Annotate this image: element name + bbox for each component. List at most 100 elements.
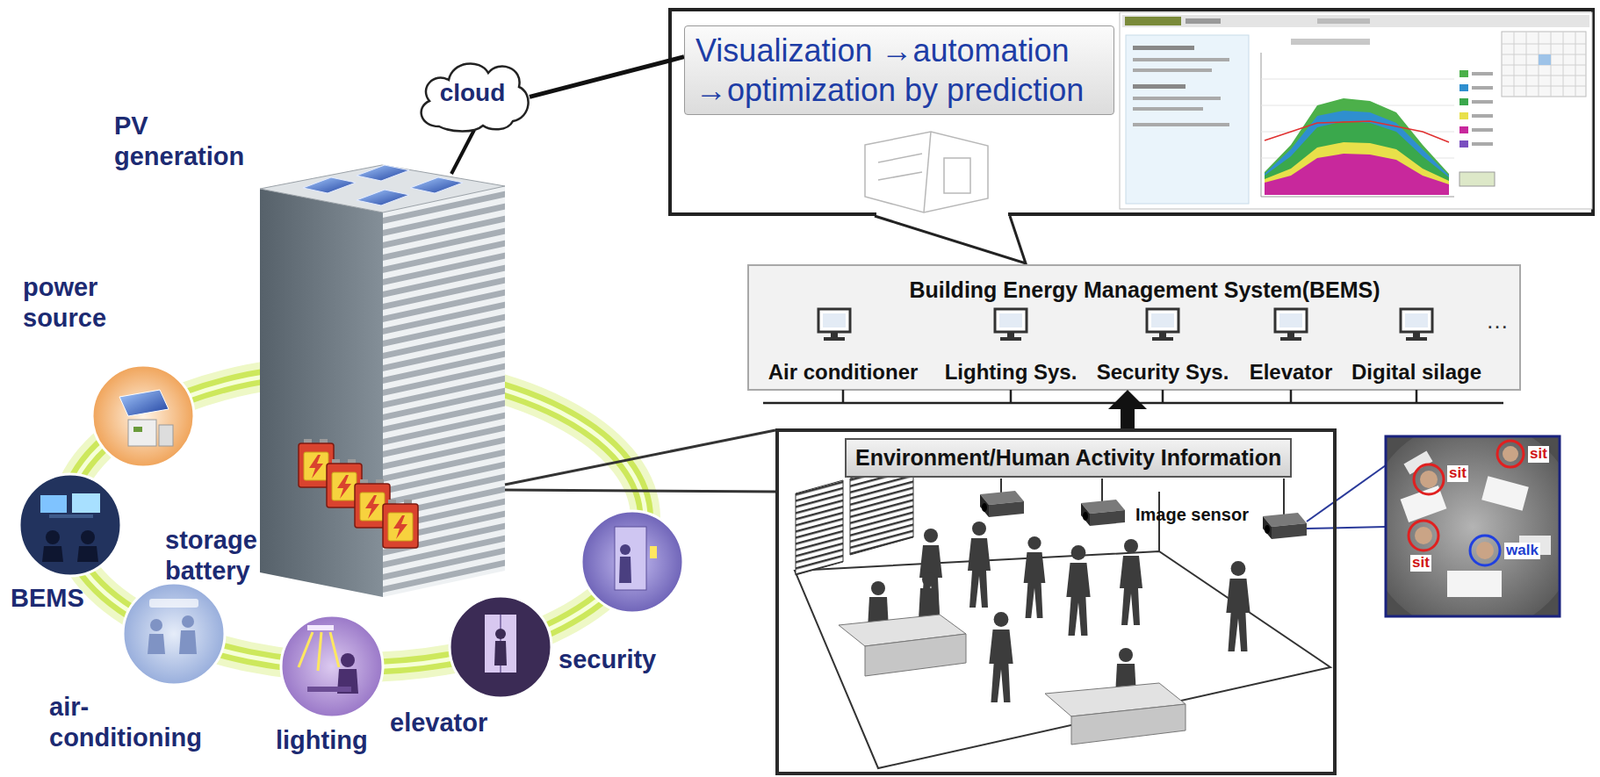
bus-line-part [842,389,845,404]
screenshot-part [1459,126,1469,134]
zoom-lines-part [504,490,776,492]
part-label: elevator [389,707,488,739]
screenshot-part [1459,112,1469,120]
storage-batteries-part [382,499,419,548]
fisheye-image-part-part [1481,475,1529,511]
callout-frame-part [874,216,1026,264]
fisheye-image-part-part [1408,520,1439,551]
office-room-part [980,490,1024,518]
screenshot-part [1538,54,1551,65]
part-label: lighting [275,725,368,757]
zoom-lines [504,430,776,492]
lighting-icon-part [298,632,313,668]
fisheye-image-part-part [1385,436,1560,617]
building-part [410,177,463,194]
callout-frame-part [876,210,1009,218]
screenshot-part [1119,12,1593,210]
office-room-part [795,480,844,576]
office-room-part [1119,539,1143,626]
subsystem-label: Lighting Sys. [944,360,1078,385]
callout-frame-part [670,9,1593,215]
screenshot-part [1471,72,1493,76]
building [259,165,505,598]
screenshot-part [1459,140,1469,148]
fisheye-image-part-part [1470,535,1500,566]
office-room-part [1262,512,1307,540]
office-room-part [1081,499,1125,527]
power-source-icon-part [158,425,173,447]
security-icon-part [619,556,632,584]
air-conditioning-icon [122,583,225,685]
bems-panel-part [1275,309,1307,341]
screenshot-part [1264,98,1449,195]
fisheye-image-part-part [1497,440,1524,468]
power-source-icon-part [92,365,195,468]
office-room-part [1066,545,1090,636]
callout-text-box: Visualization →automation →optimization … [684,25,1115,116]
cloud-outline [421,63,529,131]
sensor-label: Image sensor [1135,504,1249,526]
state-tag: walk [1504,542,1541,560]
lighting-icon-part [281,615,383,718]
connector [1108,389,1147,429]
screenshot-part [1261,52,1262,197]
state-tag: sit [1447,465,1469,483]
cloud-shape: cloud [412,54,533,132]
bems-panel-part [994,309,1027,341]
building-sketch-part [878,153,923,163]
screenshot-part [1264,121,1449,143]
callout-frame [670,9,1593,264]
storage-batteries [298,439,419,548]
building-part [382,186,505,598]
arrow-head [1108,389,1147,410]
fisheye-image-part-part [1413,464,1444,495]
screenshot-part [1261,79,1455,80]
elevator-icon-part [449,596,552,699]
power-source-icon-part [128,419,157,447]
part-label: security [558,644,656,676]
power-source-icon-part [133,426,143,433]
part-label: BEMS [10,583,85,614]
screenshot-part [1471,114,1493,118]
elevator-icon-part [494,641,507,666]
screenshot-part [1261,196,1455,198]
bus-line-part [1415,389,1419,404]
part-label: power source [22,272,129,334]
bus-line-part [1290,389,1293,404]
security-icon-part [614,526,647,591]
node-text: Building Energy Management System(BEMS) [748,277,1542,303]
building-sketch-part [923,131,931,213]
subsystem-label: Security Sys. [1096,360,1230,385]
air-conditioning-icon-part [150,619,163,632]
cloud-wire [451,129,475,174]
power-source-icon-part [119,389,169,417]
screenshot-part [1471,100,1493,104]
bems-icon-part [42,546,64,563]
building-part [356,165,410,181]
bus-line-part [1161,389,1165,404]
bems-panel-part [1400,309,1433,341]
bems-icon-part [49,514,94,519]
lighting-icon [281,615,383,718]
screenshot-part [1185,18,1221,24]
power-source-icon [92,365,195,468]
subsystem-label: Air conditioner [768,360,919,385]
subsystem-label: Elevator [1249,360,1334,385]
office-room [794,461,1331,769]
screenshot-part [1125,35,1249,204]
screenshot-part [1317,18,1370,24]
lighting-icon-part [317,632,322,671]
connector-line [529,57,685,98]
office-room-part [1023,536,1046,619]
building-part [302,177,356,194]
lighting-icon-part [330,632,339,668]
screenshot-part [1290,38,1370,45]
screenshot [1119,12,1593,210]
building-part [259,165,505,213]
screenshot-part [1264,110,1449,195]
part-label: storage battery [165,525,280,587]
ellipsis-mark: … [1485,307,1509,335]
sensor-leader-part [1306,526,1386,529]
